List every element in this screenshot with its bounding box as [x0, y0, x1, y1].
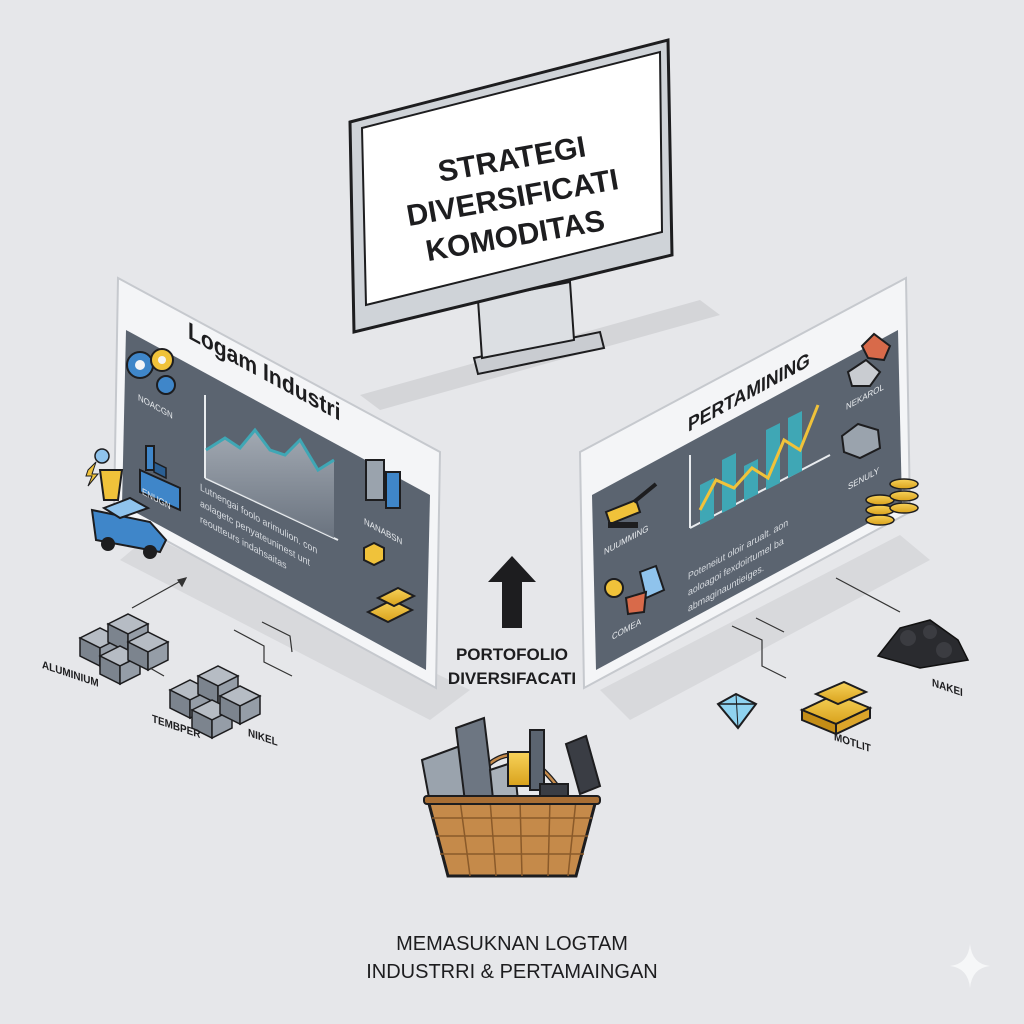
basket-weave	[432, 799, 592, 877]
left-connector-arrows	[131, 577, 293, 677]
left-line-chart	[204, 395, 339, 541]
arrowhead-icon	[177, 577, 188, 588]
right-chart-bar-2	[722, 453, 736, 513]
diamond-icon	[716, 692, 758, 730]
coin-stack-icon	[865, 478, 919, 526]
basket-icon	[420, 716, 602, 878]
right-bar-chart	[689, 404, 831, 529]
motlit-connector-arrow	[731, 625, 787, 679]
left-chart-x-axis	[204, 477, 339, 541]
block-connector-arrow	[149, 667, 165, 677]
tembaga-connector-arrow	[233, 629, 293, 677]
right-chart-line	[698, 404, 820, 511]
gear-icon	[126, 348, 176, 395]
cooling-tower-icon	[85, 448, 124, 501]
monitor: STRATEGI DIVERSIFICATI KOMODITAS	[348, 38, 674, 376]
caption-line-1: MEMASUKNAN LOGTAM	[396, 933, 628, 955]
up-arrow-icon	[488, 556, 536, 628]
basket-body	[426, 798, 598, 878]
car-icon	[90, 496, 168, 559]
cylinder-icon	[564, 734, 602, 796]
nakei-connector-arrow	[835, 577, 901, 613]
left-panel-shadow	[120, 535, 470, 720]
right-panel-shadow	[600, 535, 930, 720]
motlit-label: MOTLIT	[834, 731, 871, 756]
nikel-label: NIKEL	[248, 727, 278, 749]
aluminium-blocks	[78, 613, 170, 686]
gold-bars-icon	[365, 586, 417, 624]
aluminium-connector-arrow	[131, 577, 187, 609]
battery-icon	[365, 459, 401, 509]
portfolio-label-line-1: PORTOFOLIO	[456, 645, 568, 664]
left-chart-area	[206, 430, 334, 538]
factory-icon	[139, 445, 181, 512]
right-panel-dark-area	[592, 330, 902, 670]
sparkle-icon	[950, 944, 990, 988]
crystal-icon	[624, 564, 666, 616]
aluminium-label: ALUMINIUM	[42, 659, 99, 690]
coin-icon	[604, 578, 624, 598]
pipe-icon	[529, 729, 545, 791]
right-connector-arrows	[731, 577, 901, 679]
rock-icon	[840, 422, 882, 460]
monitor-screen	[360, 50, 664, 307]
diamond-connector-arrow	[755, 617, 785, 633]
excavator-icon	[604, 482, 658, 528]
ore-icon	[846, 332, 892, 387]
nakei-label: NAKEI	[932, 677, 963, 700]
tembaga-blocks	[168, 665, 262, 740]
nikel-connector-arrow	[261, 621, 293, 653]
portfolio-label-line-2: DIVERSIFACATI	[448, 669, 576, 688]
right-chart-bar-3	[744, 459, 758, 501]
gold-bullion-icon	[799, 680, 873, 736]
left-chart-line	[205, 427, 335, 473]
caption-line-2: INDUSTRRI & PERTAMAINGAN	[366, 961, 658, 983]
right-panel: PERTAMINING NUUMMING COMEA	[578, 276, 912, 690]
coal-pile-icon	[876, 619, 970, 669]
right-chart-bar-5	[788, 411, 802, 478]
basket-rim	[423, 795, 601, 805]
hex-coin-icon	[363, 541, 385, 567]
